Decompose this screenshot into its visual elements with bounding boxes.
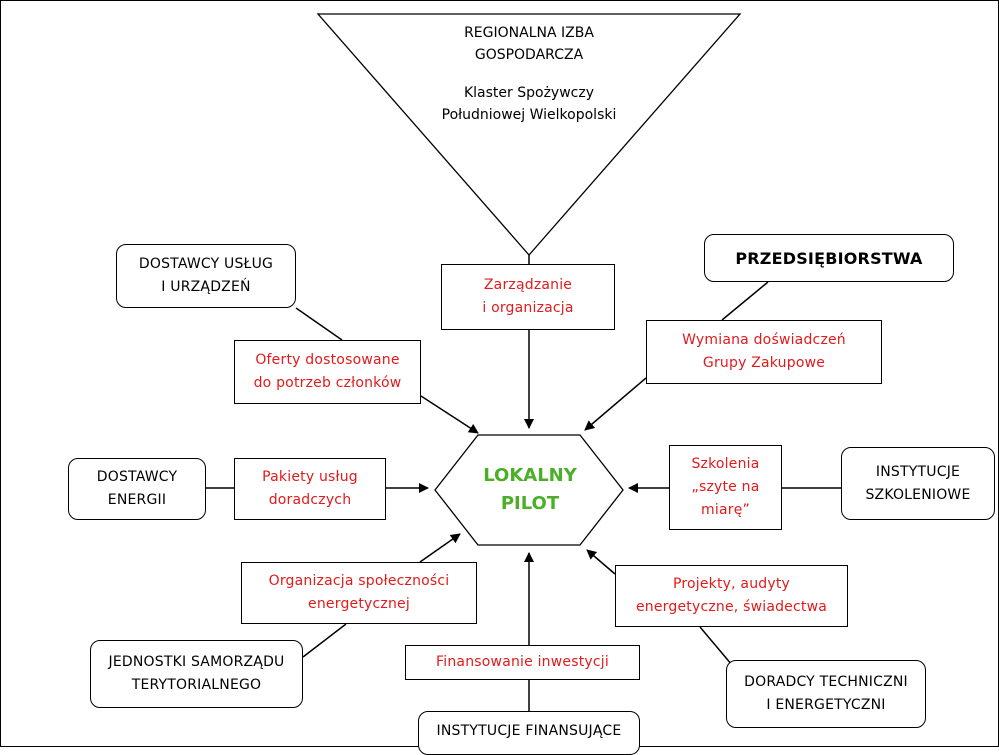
actor-przedsiebiorstwa: PRZEDSIĘBIORSTWA xyxy=(704,234,954,282)
flow-pakiety-label: Pakiety usług doradczych xyxy=(262,469,358,508)
flow-projekty-label: Projekty, audyty energetyczne, świadectw… xyxy=(635,576,828,615)
klaster-label: Klaster Spożywczy Południowej Wielkopols… xyxy=(441,85,617,123)
flow-zarzadzanie: Zarządzanie i organizacja xyxy=(441,264,615,330)
arrow-projekty xyxy=(586,549,616,575)
arrow-organizacja xyxy=(419,533,461,563)
actor-jst-label: JEDNOSTKI SAMORZĄDU TERYTORIALNEGO xyxy=(108,654,285,693)
flow-wymiana: Wymiana doświadczeń Grupy Zakupowe xyxy=(646,320,882,384)
flow-organizacja-label: Organizacja społeczności energetycznej xyxy=(268,573,450,612)
flow-pakiety: Pakiety usług doradczych xyxy=(234,458,386,520)
flow-szkolenia: Szkolenia „szyte na miarę” xyxy=(669,445,782,530)
actor-przedsiebiorstwa-label: PRZEDSIĘBIORSTWA xyxy=(735,248,923,268)
actor-dostawcy-uslug: DOSTAWCY USŁUG I URZĄDZEŃ xyxy=(116,244,296,308)
actor-dostawcy-energii: DOSTAWCY ENERGII xyxy=(68,458,206,520)
connector-doradcy xyxy=(699,626,733,666)
arrow-oferty xyxy=(420,395,479,434)
lokalny-pilot-label: LOKALNY PILOT xyxy=(483,465,577,514)
flow-oferty: Oferty dostosowane do potrzeb członków xyxy=(234,340,421,404)
flow-projekty: Projekty, audyty energetyczne, świadectw… xyxy=(615,565,848,627)
izba-label: REGIONALNA IZBA GOSPODARCZA xyxy=(464,25,594,63)
flow-finansowanie-label: Finansowanie inwestycji xyxy=(436,654,609,670)
actor-dostawcy-energii-label: DOSTAWCY ENERGII xyxy=(96,469,178,508)
flow-organizacja: Organizacja społeczności energetycznej xyxy=(241,562,477,624)
arrow-wymiana xyxy=(584,377,647,431)
actor-doradcy-label: DORADCY TECHNICZNI I ENERGETYCZNI xyxy=(744,674,908,713)
connector-dostawcy-uslug xyxy=(295,307,343,341)
flow-zarzadzanie-label: Zarządzanie i organizacja xyxy=(482,277,574,316)
flow-wymiana-label: Wymiana doświadczeń Grupy Zakupowe xyxy=(682,332,846,371)
actor-instytucje-szkoleniowe: INSTYTUCJE SZKOLENIOWE xyxy=(841,447,995,520)
actor-doradcy: DORADCY TECHNICZNI I ENERGETYCZNI xyxy=(726,660,926,728)
flow-oferty-label: Oferty dostosowane do potrzeb członków xyxy=(253,352,402,391)
actor-dostawcy-uslug-label: DOSTAWCY USŁUG I URZĄDZEŃ xyxy=(138,256,274,295)
top-triangle xyxy=(316,13,742,256)
actor-instytucje-szkoleniowe-label: INSTYTUCJE SZKOLENIOWE xyxy=(865,463,971,503)
flow-finansowanie: Finansowanie inwestycji xyxy=(405,645,640,680)
connector-jst xyxy=(302,623,347,658)
center-hexagon xyxy=(434,434,624,546)
actor-instytucje-finansujace: INSTYTUCJE FINANSUJĄCE xyxy=(418,711,640,755)
connector-przedsiebiorstwa xyxy=(721,281,769,321)
actor-jst: JEDNOSTKI SAMORZĄDU TERYTORIALNEGO xyxy=(90,640,303,708)
flow-szkolenia-label: Szkolenia „szyte na miarę” xyxy=(691,456,760,518)
actor-instytucje-finansujace-label: INSTYTUCJE FINANSUJĄCE xyxy=(436,723,622,739)
